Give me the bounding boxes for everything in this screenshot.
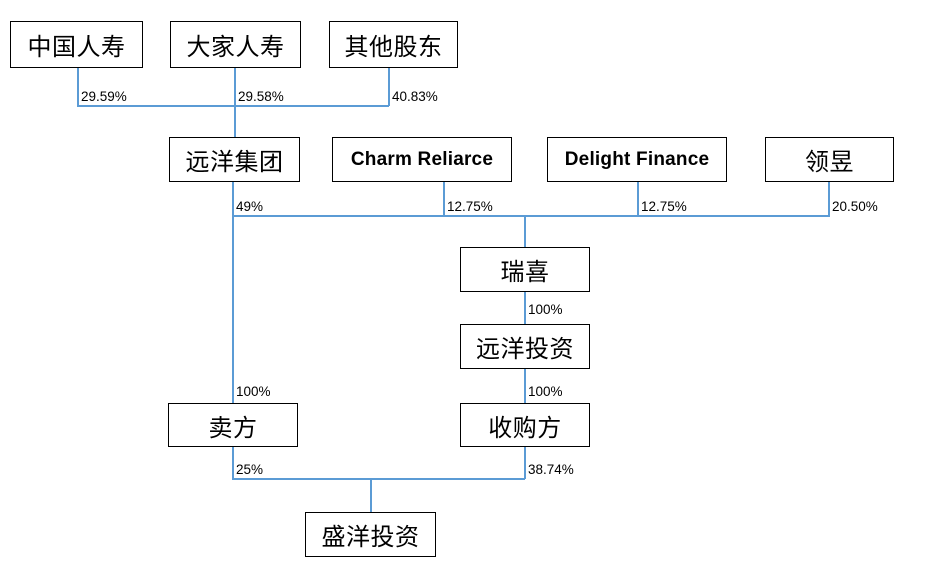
node-charm-reliarce-label: Charm Reliarce (350, 148, 494, 170)
connector-ling-yu-drop (828, 182, 830, 216)
node-delight-finance[interactable]: Delight Finance (547, 137, 727, 182)
edge-label-dajia-life: 29.58% (238, 89, 284, 104)
connector-dajia-life-drop (234, 68, 236, 106)
edge-label-sino-ocean-49: 49% (236, 199, 264, 214)
edge-label-ling-yu: 20.50% (832, 199, 878, 214)
connector-row1-stem-to-sino-ocean (234, 105, 236, 137)
node-china-life[interactable]: 中国人寿 (10, 21, 143, 68)
connector-bottom-stem-to-sheng-yang (370, 478, 372, 512)
connector-bottom-bus (232, 478, 525, 480)
connector-acquirer-drop (524, 447, 526, 479)
node-seller[interactable]: 卖方 (168, 403, 298, 447)
node-sheng-yang[interactable]: 盛洋投资 (305, 512, 436, 557)
node-ling-yu[interactable]: 领昱 (765, 137, 894, 182)
edge-label-china-life: 29.59% (81, 89, 127, 104)
connector-sino-invest-to-acquirer (524, 369, 526, 403)
node-sino-ocean[interactable]: 远洋集团 (169, 137, 300, 182)
connector-row2-stem-to-rui-xi (524, 215, 526, 247)
node-charm-reliarce[interactable]: Charm Reliarce (332, 137, 512, 182)
node-other-holders-label: 其他股东 (344, 35, 443, 61)
node-sheng-yang-label: 盛洋投资 (321, 525, 420, 551)
connector-seller-drop (232, 447, 234, 479)
connector-rui-xi-to-sino-invest (524, 292, 526, 324)
connector-charm-reliarce-drop (443, 182, 445, 216)
node-seller-label: 卖方 (208, 415, 258, 442)
connector-sino-ocean-drop (232, 182, 234, 216)
connector-delight-finance-drop (637, 182, 639, 216)
connector-china-life-drop (77, 68, 79, 106)
edge-label-acquirer-3874: 38.74% (528, 462, 574, 477)
node-delight-finance-label: Delight Finance (564, 148, 710, 170)
edge-label-delight-finance: 12.75% (641, 199, 687, 214)
connector-row1-bus (77, 105, 389, 107)
connector-sino-ocean-spine-to-seller (232, 215, 234, 403)
edge-label-charm-reliarce: 12.75% (447, 199, 493, 214)
connector-row2-bus (232, 215, 830, 217)
edge-label-other-holders: 40.83% (392, 89, 438, 104)
edge-label-rui-xi-100: 100% (528, 302, 563, 317)
node-rui-xi[interactable]: 瑞喜 (460, 247, 590, 292)
edge-label-seller-25: 25% (236, 462, 264, 477)
node-sino-invest[interactable]: 远洋投资 (460, 324, 590, 369)
node-acquirer-label: 收购方 (488, 415, 562, 442)
node-acquirer[interactable]: 收购方 (460, 403, 590, 447)
node-other-holders[interactable]: 其他股东 (329, 21, 458, 68)
connector-other-holders-drop (388, 68, 390, 106)
node-dajia-life-label: 大家人寿 (186, 35, 285, 61)
node-china-life-label: 中国人寿 (27, 35, 126, 61)
node-sino-ocean-label: 远洋集团 (185, 150, 284, 176)
edge-label-sino-invest-100: 100% (528, 384, 563, 399)
edge-label-seller-100: 100% (236, 384, 271, 399)
node-ling-yu-label: 领昱 (805, 150, 854, 176)
node-rui-xi-label: 瑞喜 (500, 260, 550, 286)
node-sino-invest-label: 远洋投资 (476, 337, 574, 363)
node-dajia-life[interactable]: 大家人寿 (170, 21, 301, 68)
